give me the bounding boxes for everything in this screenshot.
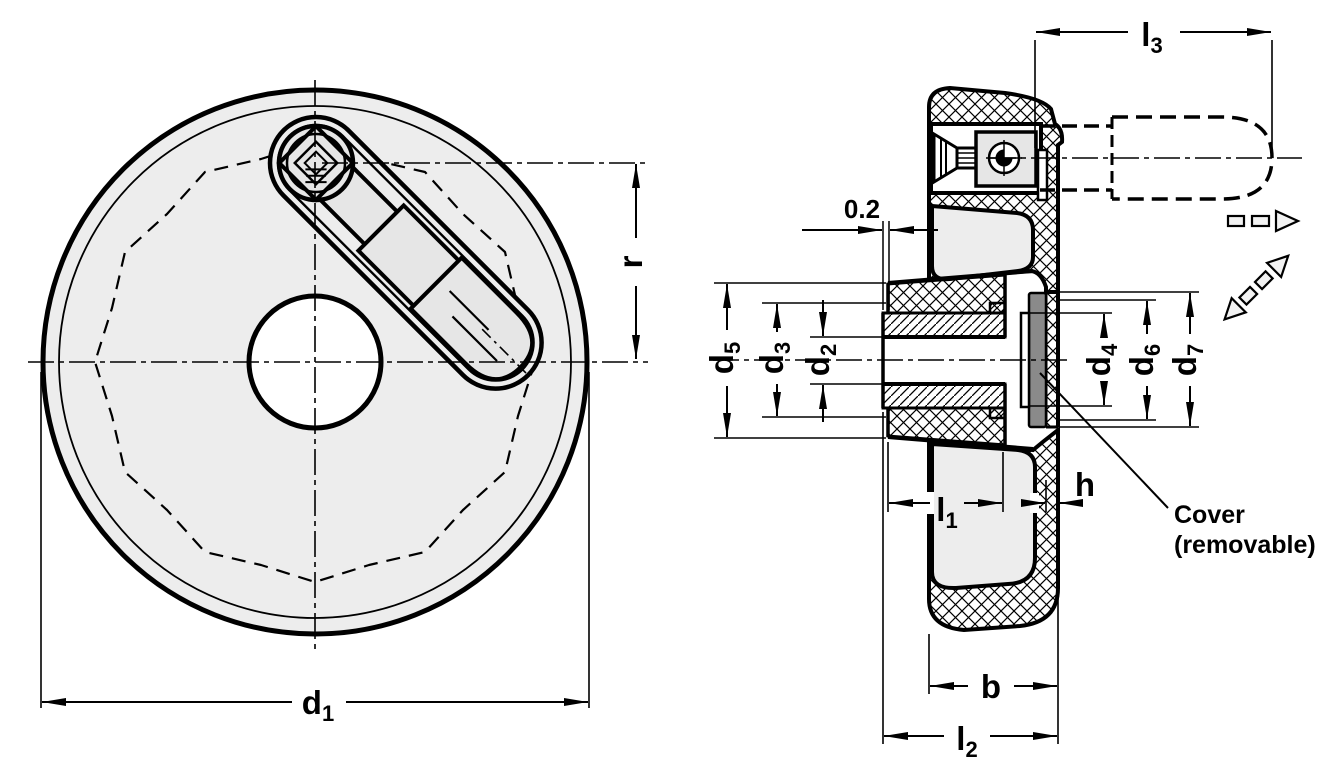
- front-view: r d1: [28, 80, 649, 726]
- dim-d5-label: d5: [703, 342, 745, 374]
- lower-recess: [930, 441, 1037, 591]
- dim-d1-label: d1: [302, 684, 334, 726]
- web-face-top: [887, 269, 1034, 285]
- dim-r: r: [612, 164, 649, 359]
- handle-extended-phantom: [990, 115, 1302, 201]
- dim-d7: d7: [1059, 291, 1208, 428]
- dim-d2: d2: [799, 300, 882, 422]
- insert-flange-bottom: [988, 406, 1007, 420]
- dim-d3-label: d3: [753, 342, 795, 374]
- wheel-wavy-recess-outline: [93, 140, 537, 584]
- dim-d4-label: d4: [1080, 343, 1122, 376]
- cover-note-line1: Cover: [1174, 501, 1245, 529]
- dim-d6: d6: [1059, 299, 1165, 421]
- insert-flange-top: [988, 301, 1007, 315]
- fold-arrow-diagonal-icon: [1222, 254, 1290, 322]
- dim-l2-label: l2: [956, 720, 977, 762]
- countersunk-screw: [932, 131, 976, 185]
- fold-arrow-horizontal-icon: [1226, 209, 1301, 233]
- dim-r-label: r: [612, 255, 649, 268]
- dim-d7-label: d7: [1166, 344, 1208, 376]
- dim-l3-label: l3: [1141, 16, 1162, 58]
- dim-b-label: b: [981, 668, 1001, 705]
- dim-d6-label: d6: [1123, 344, 1165, 376]
- dim-d2-label: d2: [799, 344, 841, 376]
- cover-note-line2: (removable): [1174, 531, 1316, 559]
- cover-leader-line: [1039, 372, 1169, 509]
- upper-recess: [930, 203, 1035, 282]
- dim-h-label: h: [1075, 466, 1095, 503]
- dim-b: b: [928, 634, 1057, 705]
- steel-insert-bottom: [881, 382, 1007, 410]
- dim-gap-label: 0.2: [844, 194, 880, 224]
- dim-d3: d3: [753, 302, 886, 418]
- dim-l2: l2: [882, 412, 1057, 762]
- dim-d4: d4: [1030, 312, 1122, 407]
- dim-l3: l3: [1034, 16, 1273, 152]
- cover-callout: Cover (removable): [1039, 372, 1316, 559]
- dim-d5: d5: [703, 282, 886, 439]
- dim-l1-label: l1: [936, 491, 957, 533]
- dim-h: h: [1021, 466, 1095, 744]
- dim-gap-0-2: 0.2: [802, 194, 938, 310]
- handle-fold-slot: [1036, 148, 1049, 202]
- steel-insert-top: [881, 311, 1007, 339]
- dim-l1: l1: [887, 442, 1004, 533]
- dim-d1: d1: [40, 372, 590, 726]
- section-view: l3 0.2 d5 d3: [703, 16, 1316, 762]
